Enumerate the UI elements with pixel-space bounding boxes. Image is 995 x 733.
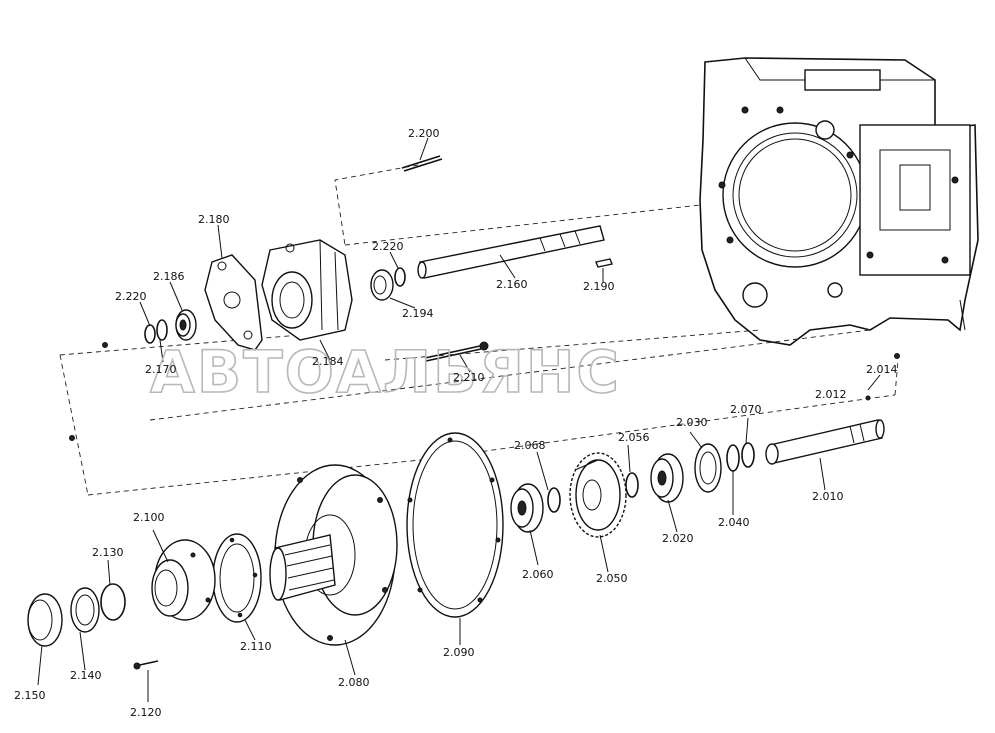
label-2200: 2.200 xyxy=(408,127,440,140)
label-2040: 2.040 xyxy=(718,516,750,529)
label-2060: 2.060 xyxy=(522,568,554,581)
label-2100: 2.100 xyxy=(133,511,165,524)
part-2190-key xyxy=(595,258,613,268)
gearbox-housing xyxy=(699,57,979,346)
label-2130: 2.130 xyxy=(92,546,124,559)
label-2056: 2.056 xyxy=(618,431,650,444)
label-2030: 2.030 xyxy=(676,416,708,429)
part-2050-gear xyxy=(569,452,627,538)
label-2050: 2.050 xyxy=(596,572,628,585)
bolt-head-left xyxy=(102,342,108,348)
label-2150: 2.150 xyxy=(14,689,46,702)
part-2160-shaft xyxy=(417,225,605,279)
label-2080: 2.080 xyxy=(338,676,370,689)
part-2014-screw xyxy=(894,353,900,359)
leader-lines xyxy=(37,137,881,702)
part-2120-bolt xyxy=(133,660,159,670)
label-2012: 2.012 xyxy=(815,388,847,401)
label-2110: 2.110 xyxy=(240,640,272,653)
part-2130-ring xyxy=(100,583,126,621)
label-2020: 2.020 xyxy=(662,532,694,545)
bolt-head-lower-left xyxy=(69,435,75,441)
part-2150-cap xyxy=(27,593,63,647)
part-2068-ring xyxy=(547,487,561,513)
label-2010: 2.010 xyxy=(812,490,844,503)
label-2210: 2.210 xyxy=(453,371,485,384)
part-2012-pin xyxy=(865,395,871,401)
label-2220-upper: 2.220 xyxy=(372,240,404,253)
label-2184: 2.184 xyxy=(312,355,344,368)
part-2030-spacer xyxy=(694,443,722,493)
label-2068: 2.068 xyxy=(514,439,546,452)
label-2140: 2.140 xyxy=(70,669,102,682)
part-2100-flange xyxy=(151,539,216,621)
label-2220-left: 2.220 xyxy=(115,290,147,303)
part-2186-bearing xyxy=(175,309,197,341)
part-2060-bearing xyxy=(510,483,544,533)
label-2194: 2.194 xyxy=(402,307,434,320)
part-2090-gasket xyxy=(406,432,504,618)
label-2090: 2.090 xyxy=(443,646,475,659)
part-2010-splined-shaft xyxy=(765,419,885,465)
label-2170: 2.170 xyxy=(145,363,177,376)
part-2040-ring xyxy=(726,444,740,472)
label-2186: 2.186 xyxy=(153,270,185,283)
part-2140-seal xyxy=(70,587,100,633)
part-2080-cover xyxy=(269,464,398,646)
part-2210-bolt xyxy=(424,341,489,362)
part-2220-ring-right xyxy=(394,267,406,287)
part-2056-ring xyxy=(625,472,639,498)
part-2200-pin xyxy=(401,155,443,172)
part-2020-bearing xyxy=(650,453,684,503)
label-2190: 2.190 xyxy=(583,280,615,293)
watermark-text: АВТОАЛЬЯНС xyxy=(150,338,621,406)
part-2070-ring xyxy=(741,442,755,468)
label-2120: 2.120 xyxy=(130,706,162,719)
part-2184-pump-housing xyxy=(261,239,353,341)
part-2110-gasket xyxy=(212,533,262,623)
part-labels: 2.200 2.180 2.220 2.186 2.220 2.170 2.18… xyxy=(14,127,898,719)
part-2194-bearing xyxy=(370,269,394,301)
label-2160: 2.160 xyxy=(496,278,528,291)
label-2014: 2.014 xyxy=(866,363,898,376)
label-2070: 2.070 xyxy=(730,403,762,416)
assembly-guide-lines xyxy=(59,164,899,496)
part-2180-gasket-plate xyxy=(204,254,263,351)
label-2180: 2.180 xyxy=(198,213,230,226)
